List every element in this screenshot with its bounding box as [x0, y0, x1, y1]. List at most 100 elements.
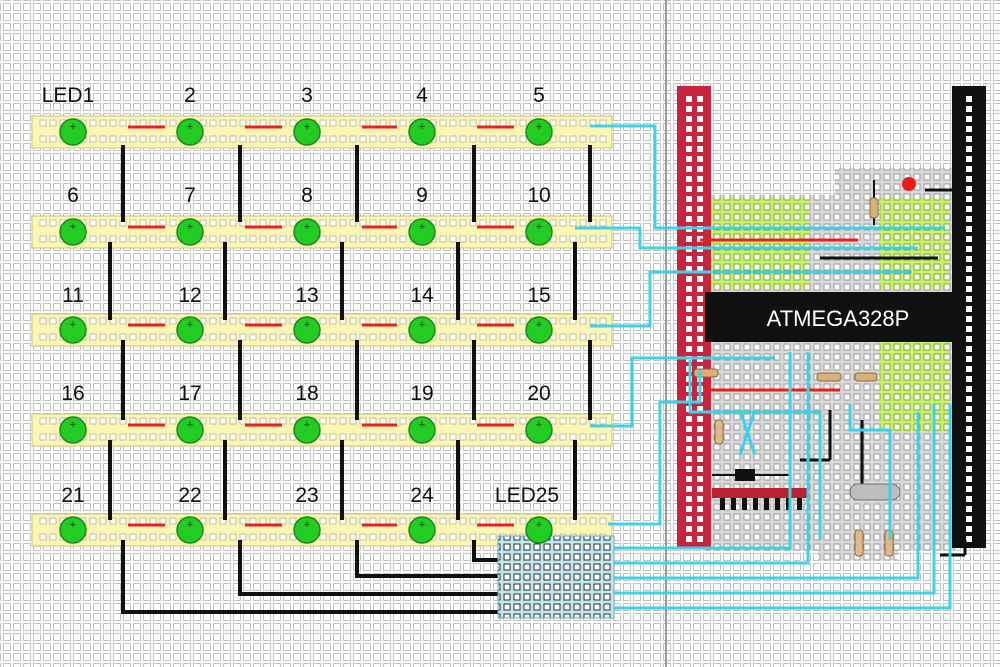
- strip-hole: [469, 517, 477, 525]
- led: +23: [293, 484, 321, 544]
- strip-hole: [569, 235, 577, 243]
- led: +13: [293, 284, 321, 344]
- strip-hole: [559, 433, 567, 441]
- strip-hole: [399, 533, 407, 541]
- rail-hole: [686, 286, 692, 292]
- mcu-lower-strips: [708, 430, 818, 545]
- strip-hole: [249, 219, 257, 227]
- strip-hole: [269, 533, 277, 541]
- strip-hole: [479, 317, 487, 325]
- strip-hole: [439, 219, 447, 227]
- strip-hole: [139, 433, 147, 441]
- strip-hole: [459, 417, 467, 425]
- strip-hole: [509, 135, 517, 143]
- strip-hole: [439, 135, 447, 143]
- strip-hole: [489, 433, 497, 441]
- rail-hole: [686, 536, 692, 542]
- led-body: [59, 516, 87, 544]
- header-hole: [966, 356, 972, 362]
- strip-hole: [369, 417, 377, 425]
- led-polarity: +: [70, 221, 76, 233]
- led-label: 18: [295, 382, 318, 405]
- strip-hole: [489, 119, 497, 127]
- led-polarity: +: [304, 121, 310, 133]
- strip-hole: [589, 219, 597, 227]
- strip-hole: [599, 317, 607, 325]
- signal-wire: [848, 404, 892, 540]
- strip-hole: [579, 317, 587, 325]
- strip-hole: [259, 235, 267, 243]
- rail-hole: [697, 186, 703, 192]
- strip-hole: [449, 219, 457, 227]
- strip-hole: [49, 235, 57, 243]
- header-hole: [966, 126, 972, 132]
- strip-hole: [239, 219, 247, 227]
- strip-hole: [549, 317, 557, 325]
- strip-hole: [319, 235, 327, 243]
- strip-hole: [269, 517, 277, 525]
- strip-hole: [499, 135, 507, 143]
- strip-hole: [459, 317, 467, 325]
- strip-hole: [579, 333, 587, 341]
- led-polarity: +: [70, 419, 76, 431]
- header-hole: [966, 236, 972, 242]
- rail-hole: [697, 346, 703, 352]
- header-hole: [966, 376, 972, 382]
- led-polarity: +: [70, 519, 76, 531]
- rail-hole: [697, 146, 703, 152]
- regulator-pin: [764, 498, 769, 510]
- strip-hole: [499, 433, 507, 441]
- strip-hole: [339, 433, 347, 441]
- strip-hole: [249, 235, 257, 243]
- strip-hole: [389, 433, 397, 441]
- strip-hole: [129, 219, 137, 227]
- strip-hole: [489, 135, 497, 143]
- strip-hole: [579, 417, 587, 425]
- rail-hole: [697, 416, 703, 422]
- rail-hole: [697, 256, 703, 262]
- strip-hole: [359, 533, 367, 541]
- rail-hole: [686, 156, 692, 162]
- signal-wire: [590, 270, 912, 328]
- strip-hole: [349, 235, 357, 243]
- status-led-red: [902, 177, 916, 191]
- strip-hole: [339, 135, 347, 143]
- strip-hole: [319, 417, 327, 425]
- strip-hole: [369, 235, 377, 243]
- column-wires: [108, 145, 592, 614]
- strip-hole: [259, 119, 267, 127]
- strip-hole: [589, 333, 597, 341]
- strip-hole: [459, 433, 467, 441]
- strip-hole: [509, 317, 517, 325]
- led: +22: [176, 484, 204, 544]
- header-hole: [966, 516, 972, 522]
- strip-hole: [239, 135, 247, 143]
- strip-hole: [469, 135, 477, 143]
- strip-hole: [589, 135, 597, 143]
- strip-hole: [509, 333, 517, 341]
- strip-hole: [319, 333, 327, 341]
- strip-hole: [549, 417, 557, 425]
- strip-hole: [269, 433, 277, 441]
- column-wire: [355, 540, 504, 578]
- strip-hole: [509, 235, 517, 243]
- rail-hole: [686, 236, 692, 242]
- led: +21: [59, 484, 87, 544]
- strip-hole: [479, 333, 487, 341]
- strip-hole: [279, 317, 287, 325]
- header-hole: [966, 416, 972, 422]
- strip-hole: [109, 417, 117, 425]
- strip-hole: [159, 517, 167, 525]
- rail-hole: [686, 186, 692, 192]
- led: +5: [525, 84, 553, 146]
- strip-hole: [169, 517, 177, 525]
- strip-hole: [459, 135, 467, 143]
- strip-hole: [169, 433, 177, 441]
- strip-hole: [99, 333, 107, 341]
- header-hole: [966, 156, 972, 162]
- strip-hole: [449, 433, 457, 441]
- rail-hole: [697, 126, 703, 132]
- rail-hole: [686, 516, 692, 522]
- strip-hole: [349, 517, 357, 525]
- header-hole: [966, 226, 972, 232]
